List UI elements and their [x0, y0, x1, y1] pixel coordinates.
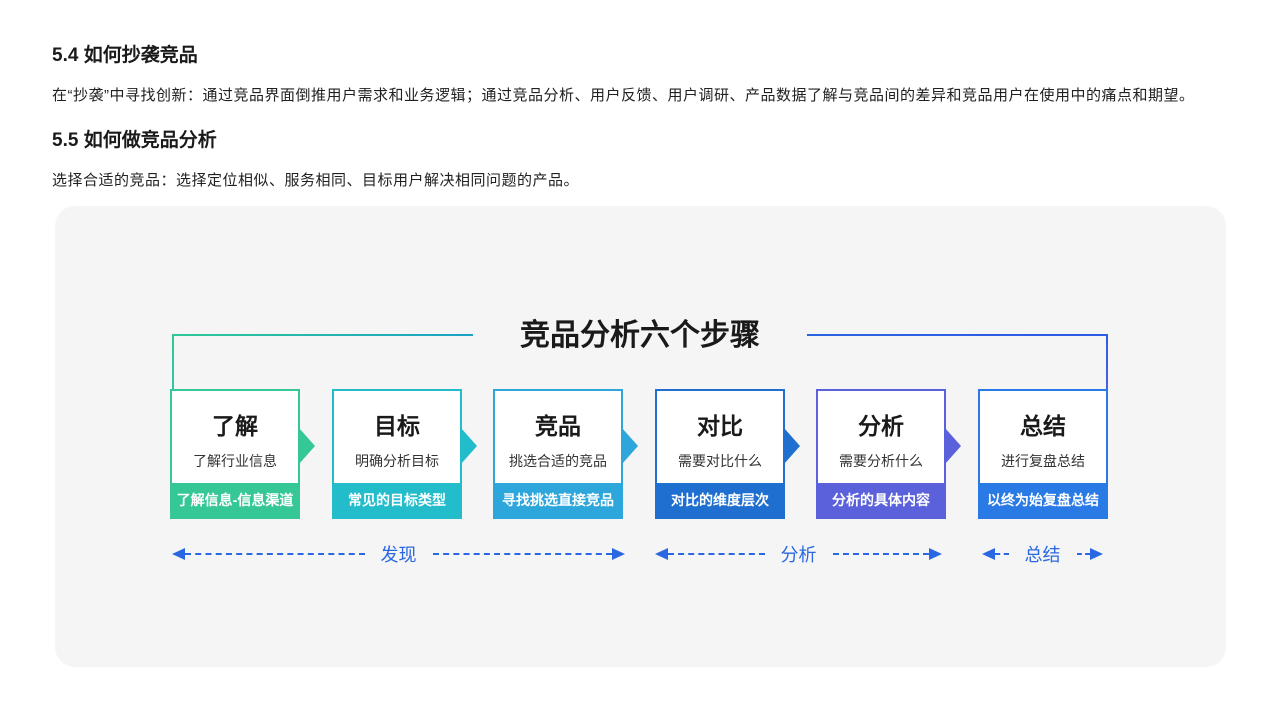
- step-subtitle: 需要分析什么: [839, 453, 923, 469]
- bracket-line-right-horizontal: [807, 334, 1108, 336]
- diagram-panel: 竞品分析六个步骤 了解 了解行业信息 了解信息-信息渠道 目标 明确分析目标 常…: [55, 206, 1226, 667]
- dashed-line: [668, 553, 765, 555]
- phase-range-analyze: 分析: [655, 542, 942, 566]
- step-box-understand: 了解 了解行业信息 了解信息-信息渠道: [170, 389, 315, 519]
- dashed-line: [1076, 553, 1090, 555]
- right-arrow-icon: [622, 428, 638, 464]
- step-footer: 寻找挑选直接竞品: [495, 483, 621, 517]
- section-heading-5-4: 5.4 如何抄袭竞品: [52, 45, 198, 66]
- step-box-analyze: 分析 需要分析什么 分析的具体内容: [816, 389, 961, 519]
- step-subtitle: 明确分析目标: [355, 453, 439, 469]
- phase-range-summarize: 总结: [982, 542, 1103, 566]
- step-subtitle: 了解行业信息: [193, 453, 277, 469]
- step-subtitle: 进行复盘总结: [1001, 453, 1085, 469]
- section-body-5-5: 选择合适的竞品：选择定位相似、服务相同、目标用户解决相同问题的产品。: [52, 172, 580, 189]
- right-arrow-icon: [461, 428, 477, 464]
- step-box-competitor: 竞品 挑选合适的竞品 寻找挑选直接竞品: [493, 389, 638, 519]
- phase-label: 总结: [1024, 545, 1061, 565]
- step-box-goal: 目标 明确分析目标 常见的目标类型: [332, 389, 477, 519]
- document-content: 5.4 如何抄袭竞品 在“抄袭”中寻找创新：通过竞品界面倒推用户需求和业务逻辑；…: [52, 45, 1226, 667]
- step-title: 分析: [858, 413, 904, 439]
- dashed-line: [432, 553, 612, 555]
- bracket-line-right-vertical: [1106, 334, 1108, 391]
- arrow-left-icon: [655, 548, 668, 560]
- bracket-line-left-horizontal: [172, 334, 473, 336]
- arrow-left-icon: [982, 548, 995, 560]
- diagram-title: 竞品分析六个步骤: [520, 319, 760, 352]
- right-arrow-icon: [945, 428, 961, 464]
- arrow-right-icon: [929, 548, 942, 560]
- step-box-compare: 对比 需要对比什么 对比的维度层次: [655, 389, 800, 519]
- section-heading-5-5: 5.5 如何做竞品分析: [52, 130, 217, 151]
- phase-label: 分析: [780, 545, 817, 565]
- step-subtitle: 需要对比什么: [678, 453, 762, 469]
- step-footer: 以终为始复盘总结: [980, 483, 1106, 517]
- phase-range-discover: 发现: [172, 542, 625, 566]
- step-title: 总结: [1020, 413, 1066, 439]
- dashed-line: [185, 553, 365, 555]
- arrow-right-icon: [1090, 548, 1103, 560]
- right-arrow-icon: [299, 428, 315, 464]
- right-arrow-icon: [784, 428, 800, 464]
- step-subtitle: 挑选合适的竞品: [509, 453, 607, 469]
- step-footer: 对比的维度层次: [657, 483, 783, 517]
- bracket-line-left-vertical: [172, 334, 174, 391]
- step-footer: 常见的目标类型: [334, 483, 460, 517]
- dashed-line: [832, 553, 929, 555]
- phase-label: 发现: [380, 545, 417, 565]
- step-title: 了解: [212, 413, 258, 439]
- arrow-right-icon: [612, 548, 625, 560]
- step-box-summarize: 总结 进行复盘总结 以终为始复盘总结: [978, 389, 1108, 519]
- dashed-line: [995, 553, 1009, 555]
- section-body-5-4: 在“抄袭”中寻找创新：通过竞品界面倒推用户需求和业务逻辑；通过竞品分析、用户反馈…: [52, 87, 1195, 104]
- arrow-left-icon: [172, 548, 185, 560]
- step-title: 竞品: [535, 413, 581, 439]
- step-title: 对比: [697, 413, 743, 439]
- step-footer: 分析的具体内容: [818, 483, 944, 517]
- step-title: 目标: [374, 413, 420, 439]
- step-footer: 了解信息-信息渠道: [172, 483, 298, 517]
